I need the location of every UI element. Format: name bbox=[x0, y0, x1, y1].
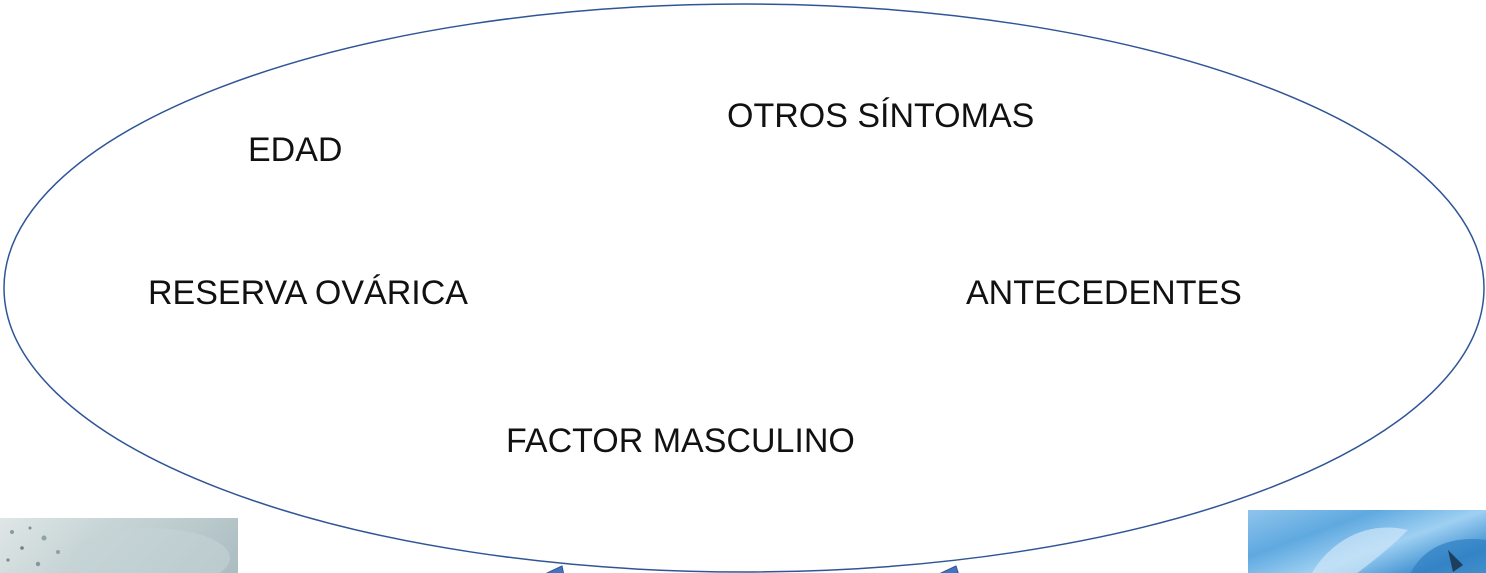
microscopy-texture bbox=[6, 526, 230, 573]
microscopy-photo bbox=[0, 518, 238, 573]
arrow-up-right-head bbox=[939, 565, 959, 573]
flower-texture bbox=[1311, 527, 1486, 573]
label-otros-sintomas: OTROS SÍNTOMAS bbox=[727, 97, 1035, 135]
blue-flower-photo bbox=[1248, 510, 1486, 573]
factors-ellipse bbox=[3, 3, 1485, 573]
label-factor-masculino: FACTOR MASCULINO bbox=[506, 422, 855, 460]
label-edad: EDAD bbox=[248, 131, 343, 169]
arrow-up-left-head bbox=[545, 565, 564, 573]
label-antecedentes: ANTECEDENTES bbox=[966, 274, 1242, 312]
label-reserva-ovarica: RESERVA OVÁRICA bbox=[148, 274, 468, 312]
